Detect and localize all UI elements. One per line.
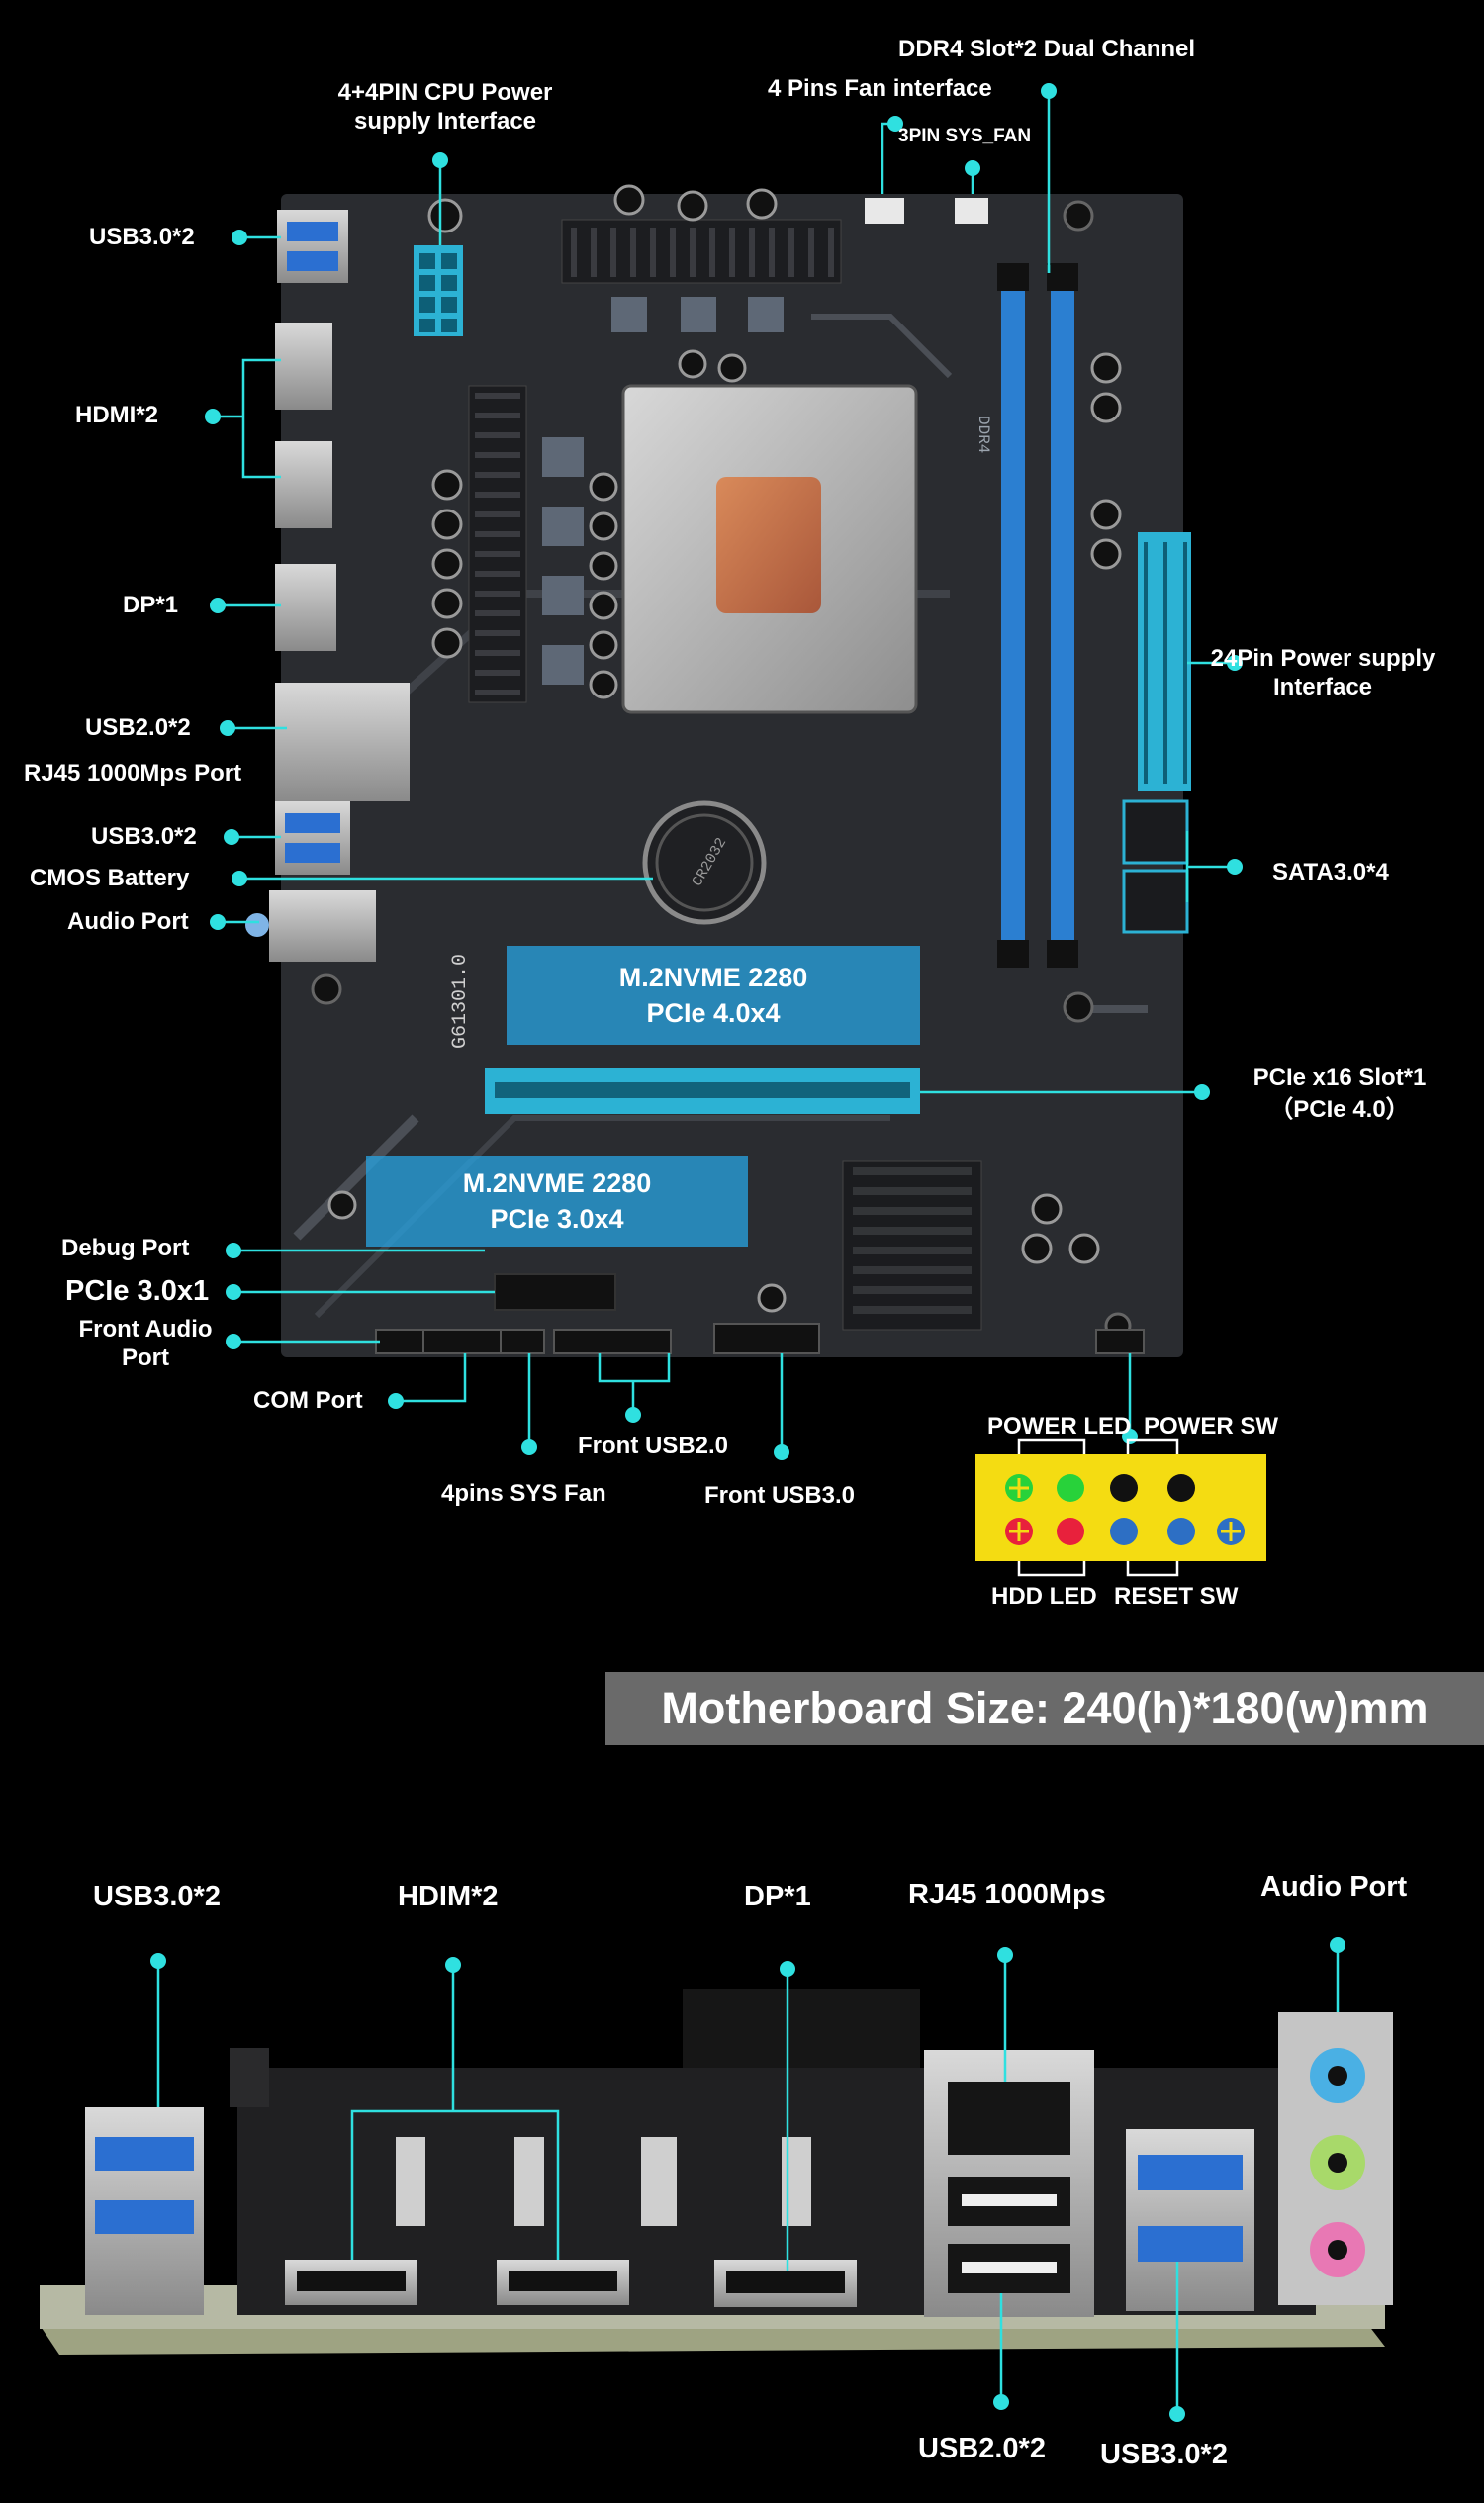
label-audio-port: Audio Port [67, 908, 189, 935]
label-sys-fan-3pin: 3PIN SYS_FAN [898, 126, 1032, 146]
m2-pcie3-line2: PCIe 3.0x4 [490, 1204, 624, 1234]
rear-label-usb20: USB2.0*2 [918, 2433, 1046, 2464]
m2-pcie4-line2: PCIe 4.0x4 [646, 998, 781, 1028]
label-front-audio: Front Audio Port [78, 1316, 213, 1371]
label-atx24: 24Pin Power supply Interface [1210, 645, 1436, 700]
label-dp: DP*1 [123, 592, 179, 618]
label-reset-sw: RESET SW [1114, 1583, 1239, 1610]
board-model-mark: G61301.0 [449, 954, 472, 1049]
hdd-led-plus-pin [1005, 1518, 1033, 1545]
label-cpu-power: 4+4PIN CPU Power supply Interface [337, 79, 553, 135]
vrm-heatsink-top [561, 219, 842, 284]
pcie-x16-slot [485, 1068, 920, 1114]
rear-label-audio: Audio Port [1260, 1871, 1408, 1902]
rear-label-hdmi: HDIM*2 [398, 1881, 499, 1912]
label-hdmi: HDMI*2 [75, 402, 159, 428]
atx24-connector [1138, 532, 1191, 791]
label-ddr4-slots: DDR4 Slot*2 Dual Channel [898, 36, 1196, 62]
label-sys-fan-4pin: 4pins SYS Fan [441, 1480, 606, 1507]
capacitors [327, 184, 1122, 1313]
label-cmos-battery: CMOS Battery [30, 865, 190, 891]
label-rj45: RJ45 1000Mps Port [24, 760, 242, 787]
label-hdd-led: HDD LED [991, 1583, 1097, 1610]
label-power-sw: POWER SW [1144, 1413, 1278, 1439]
pcie-x1-slot [494, 1273, 616, 1311]
label-front-usb2: Front USB2.0 [578, 1433, 729, 1459]
label-fan-4pin: 4 Pins Fan interface [768, 75, 992, 102]
label-debug-port: Debug Port [61, 1235, 190, 1261]
label-usb20: USB2.0*2 [85, 714, 191, 741]
label-pcie-x1: PCIe 3.0x1 [65, 1275, 210, 1307]
label-usb30-top: USB3.0*2 [89, 224, 195, 250]
m2-slot-pcie4: M.2NVME 2280 PCIe 4.0x4 [507, 946, 920, 1045]
label-pcie-x16-line2: （PCIe 4.0） [1269, 1096, 1410, 1123]
vrm-heatsink-left [468, 385, 527, 703]
front-panel-pins [1005, 1474, 1245, 1545]
label-front-usb3: Front USB3.0 [704, 1482, 856, 1509]
label-sata: SATA3.0*4 [1272, 859, 1389, 885]
power-sw-pin-2 [1167, 1474, 1195, 1502]
callout-dots [205, 83, 1243, 1460]
label-power-led: POWER LED [987, 1413, 1132, 1439]
rear-label-usb30-right: USB3.0*2 [1100, 2439, 1228, 2470]
hdd-led-minus-pin [1057, 1518, 1084, 1545]
motherboard-size-banner: Motherboard Size: 240(h)*180(w)mm [605, 1672, 1484, 1745]
fan-header-3pin [955, 198, 988, 224]
rear-callout-lines [156, 1945, 1340, 2414]
label-com-port: COM Port [253, 1387, 363, 1414]
cpu-power-connector [414, 245, 463, 336]
fan-header-4pin [865, 198, 904, 224]
chipset-heatsink [842, 1160, 982, 1331]
ddr4-slots [997, 263, 1078, 968]
cpu-socket [621, 384, 918, 714]
m2-slot-pcie3: M.2NVME 2280 PCIe 3.0x4 [366, 1156, 748, 1247]
label-usb30-mid: USB3.0*2 [91, 823, 197, 850]
front-panel-pin-block [975, 1454, 1266, 1561]
board-io-stack [245, 210, 410, 962]
mosfets [542, 297, 784, 685]
label-pcie-x16-line1: PCIe x16 Slot*1 [1252, 1065, 1427, 1091]
ground-pin [1217, 1518, 1245, 1545]
reset-sw-pin-2 [1167, 1518, 1195, 1545]
m2-pcie4-line1: M.2NVME 2280 [618, 962, 808, 992]
power-led-minus-pin [1057, 1474, 1084, 1502]
ddr-slot-mark: DDR4 [974, 416, 992, 453]
front-panel-diagram [1017, 1438, 1179, 1577]
power-sw-pin-1 [1110, 1474, 1138, 1502]
rear-label-dp: DP*1 [744, 1881, 811, 1912]
rear-label-usb30-left: USB3.0*2 [93, 1881, 221, 1912]
m2-pcie3-line1: M.2NVME 2280 [462, 1167, 652, 1198]
power-led-plus-pin [1005, 1474, 1033, 1502]
reset-sw-pin-1 [1110, 1518, 1138, 1545]
rear-callout-dots [150, 1937, 1345, 2422]
cmos-battery [642, 800, 767, 925]
rear-io-illustration [40, 1989, 1393, 2355]
rear-label-rj45: RJ45 1000Mps [908, 1879, 1106, 1910]
